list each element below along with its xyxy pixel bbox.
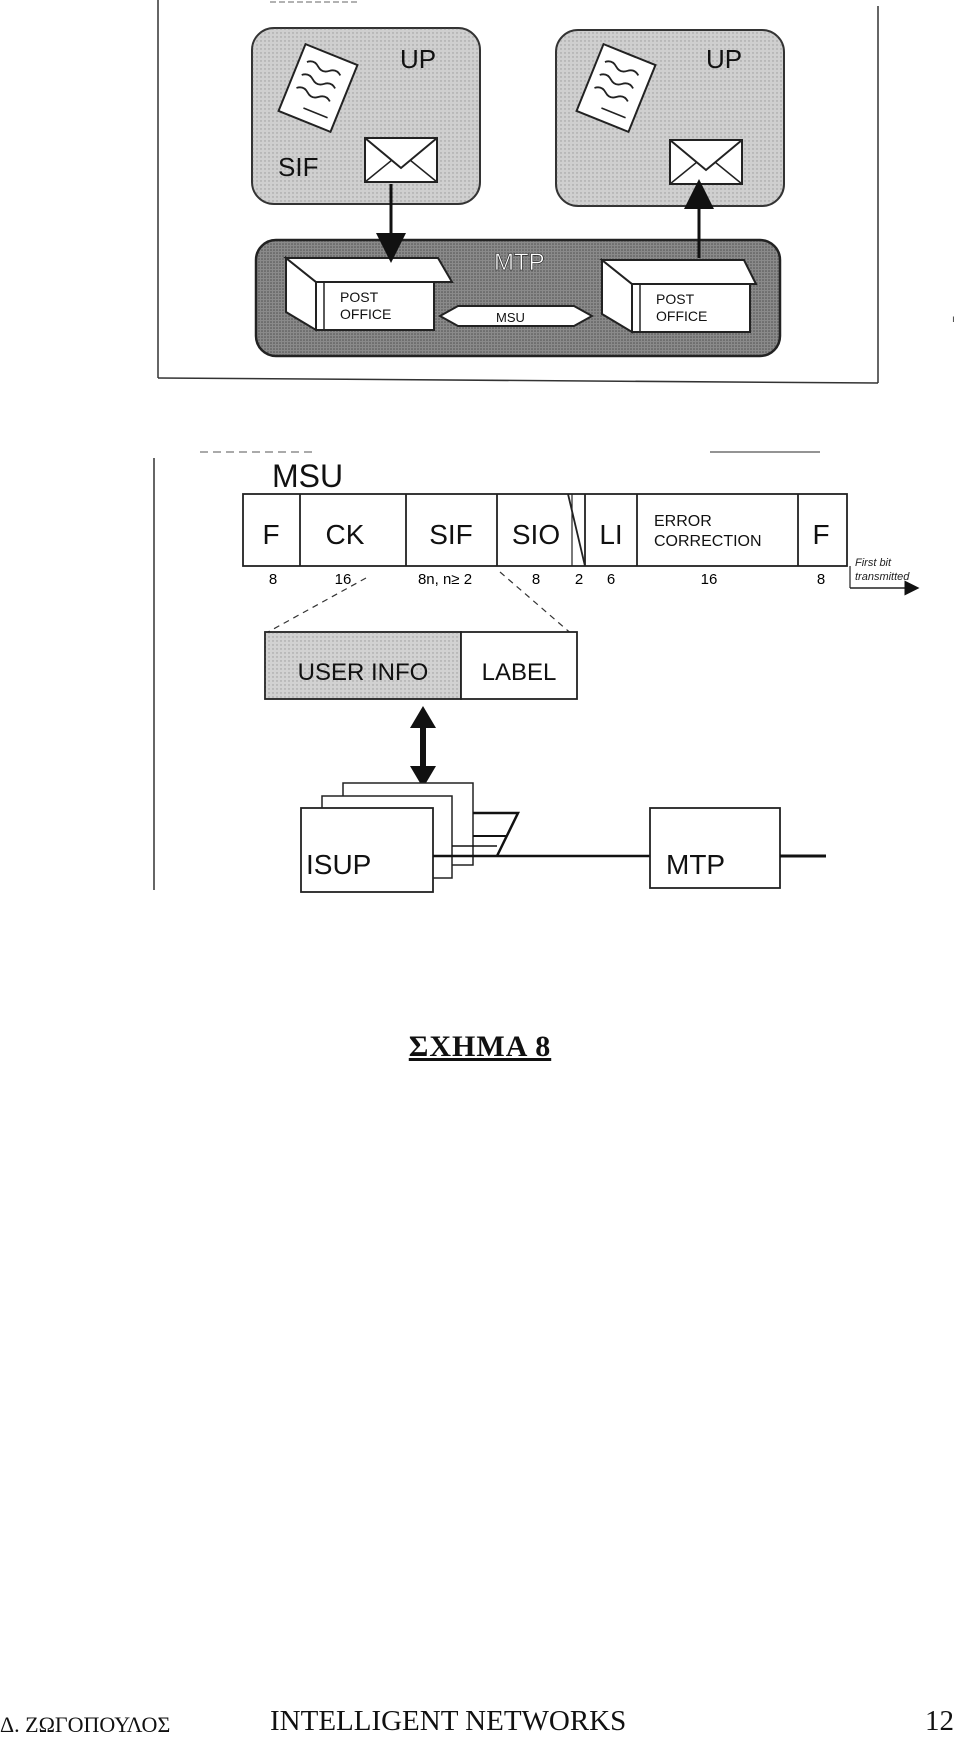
mtp-box: MTP <box>649 807 826 889</box>
field-sif: SIF <box>429 519 473 550</box>
msu-field-row: F CK SIF SIO LI ERROR CORRECTION F <box>242 493 848 567</box>
sif-label: SIF <box>278 152 318 182</box>
document-icon-right <box>575 42 657 134</box>
bits-sif: 8n, n≥ 2 <box>418 571 472 588</box>
isup-text: ISUP <box>306 849 371 880</box>
bits-sio: 8 <box>532 571 540 588</box>
expand-line-left <box>267 577 367 633</box>
mtp-box-border <box>649 807 781 889</box>
msu-field-row-border <box>242 493 848 567</box>
msu-title: MSU <box>272 458 343 494</box>
first-bit-line1: First bit <box>855 557 892 569</box>
field-sio: SIO <box>512 519 560 550</box>
frame-bottom-border <box>157 377 879 384</box>
user-info-texture <box>265 632 461 699</box>
first-bit-line2: transmitted <box>855 571 910 583</box>
sif-breakdown: USER INFO LABEL <box>264 631 578 700</box>
page-footer: Δ. ΖΩΓΟΠΟΥΛΟΣ INTELLIGENT NETWORKS 12 <box>0 1700 960 1738</box>
field-ck: CK <box>326 519 365 550</box>
up-box-left: UP SIF <box>251 27 481 205</box>
up-label-left: UP <box>400 44 436 74</box>
msu-arrow-label: MSU <box>496 310 525 325</box>
document-icon-left <box>277 42 359 134</box>
post-office-right-line1: POST <box>656 291 695 307</box>
envelope-icon-right <box>669 139 743 185</box>
bits-spare: 2 <box>575 571 583 588</box>
bits-ck: 16 <box>335 571 352 588</box>
field-li: LI <box>599 519 622 550</box>
top-diagram: UP SIF UP <box>157 0 955 384</box>
margin-mark: ı <box>952 314 955 325</box>
msu-bit-widths: 8 16 8n, n≥ 2 8 2 6 16 8 <box>269 571 825 588</box>
bits-f-left: 8 <box>269 571 277 588</box>
page-number: 12 <box>925 1705 954 1737</box>
envelope-icon-left <box>364 137 438 183</box>
post-office-left-line1: POST <box>340 289 379 305</box>
msu-double-arrow: MSU <box>437 305 595 327</box>
mtp-band-label: MTP <box>494 249 545 276</box>
msu-diagram: MSU F CK SIF SIO LI ERROR CORRECTION F 8… <box>153 451 920 893</box>
up-box-right: UP <box>555 29 785 207</box>
mtp-text: MTP <box>666 849 725 880</box>
post-office-left: POST OFFICE <box>283 255 454 332</box>
label-box <box>460 631 578 700</box>
expand-line-right <box>499 571 575 637</box>
post-office-right-line2: OFFICE <box>656 308 707 324</box>
first-bit-note: First bit transmitted <box>849 557 920 596</box>
field-error-line1: ERROR <box>654 513 712 530</box>
isup-front-box <box>300 807 434 893</box>
footer-author: Δ. ΖΩΓΟΠΟΥΛΟΣ <box>0 1712 171 1737</box>
field-f-right: F <box>812 519 829 550</box>
figure-caption: ΣΧΗΜΑ 8 <box>408 1030 552 1063</box>
bits-f-right: 8 <box>817 571 825 588</box>
label-text: LABEL <box>482 659 557 686</box>
isup-stack: ISUP <box>300 782 650 893</box>
field-error-line2: CORRECTION <box>654 533 762 550</box>
post-office-right: POST OFFICE <box>599 257 758 334</box>
bidirectional-arrow <box>410 706 436 788</box>
post-office-left-line2: OFFICE <box>340 306 391 322</box>
bits-error: 16 <box>701 571 718 588</box>
figure-8-diagram: UP SIF UP <box>153 0 955 893</box>
up-label-right: UP <box>706 44 742 74</box>
user-info-text: USER INFO <box>298 659 429 686</box>
field-f-left: F <box>262 519 279 550</box>
bits-li: 6 <box>607 571 615 588</box>
footer-title: INTELLIGENT NETWORKS <box>270 1705 627 1737</box>
